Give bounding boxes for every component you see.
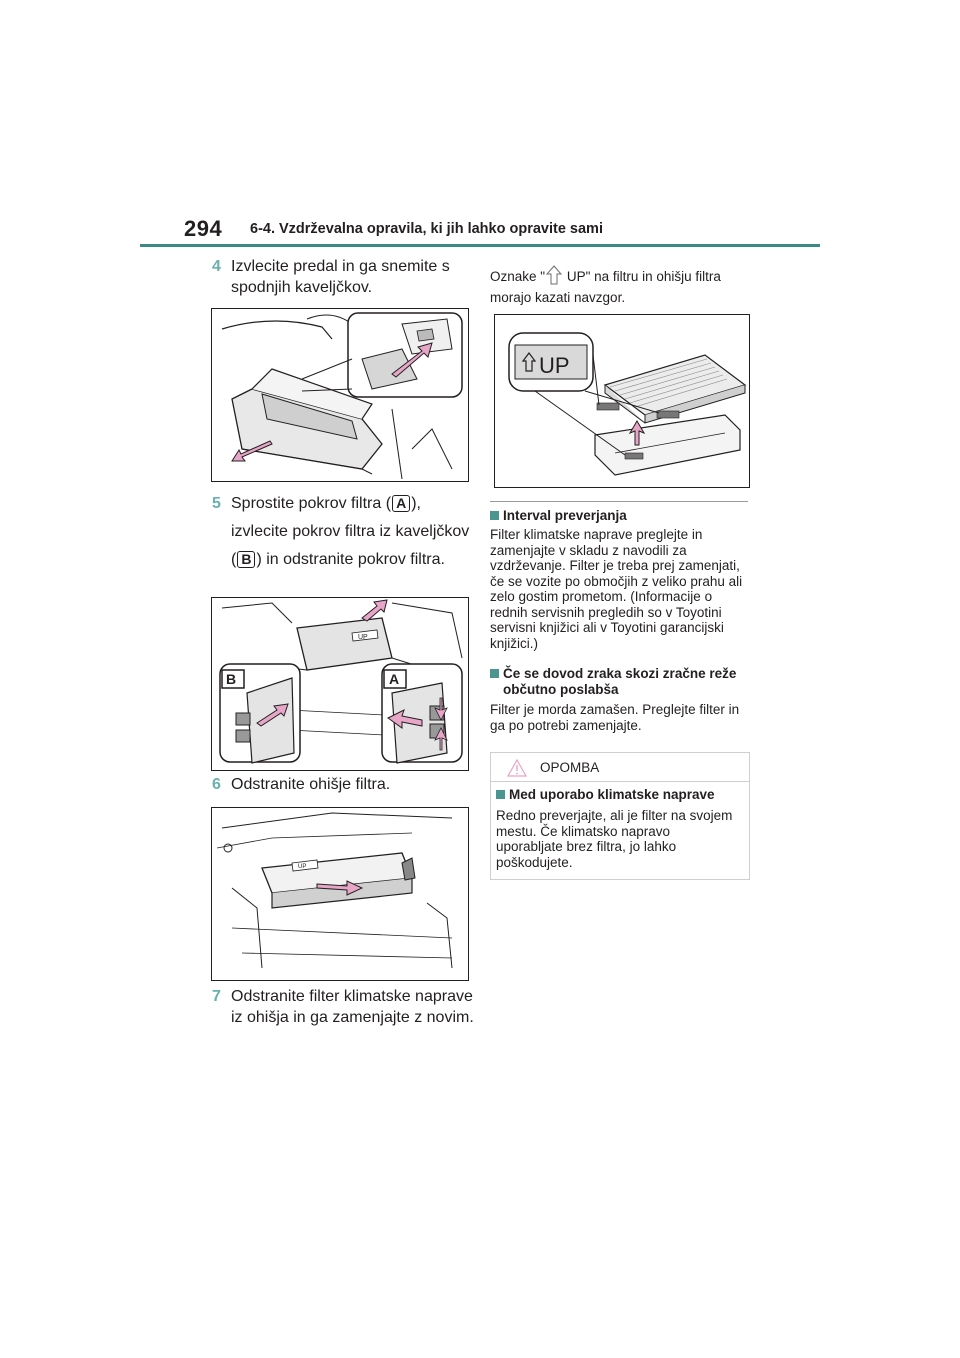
label-box-a: A (392, 495, 411, 512)
step-6: 6 Odstranite ohišje filtra. (212, 774, 472, 796)
paragraph-airflow: Filter je morda zamašen. Preglejte filte… (490, 702, 740, 733)
figure-up-marks: UP (494, 314, 750, 488)
label-box-b: B (237, 551, 256, 568)
step-number: 6 (212, 776, 221, 793)
step-number: 4 (212, 258, 221, 275)
section-title: 6-4. Vzdrževalna opravila, ki jih lahko … (250, 221, 603, 237)
notice-text: Redno preverjajte, ali je filter na svoj… (496, 808, 733, 870)
step-number: 7 (212, 988, 221, 1005)
step-4: 4 Izvlecite predal in ga snemite s spodn… (212, 256, 472, 300)
figure-filter-cover: UP B A (211, 597, 469, 771)
subheading-airflow: Če se dovod zraka skozi zračne reže obču… (490, 666, 748, 698)
figure-filter-housing: UP (211, 807, 469, 981)
fig4-up-text: UP (539, 353, 570, 378)
step-text: Izvlecite predal in ga snemite s spodnji… (231, 258, 450, 296)
step-number: 5 (212, 495, 221, 512)
bullet-square-icon (490, 669, 499, 678)
subheading-interval: Interval preverjanja (490, 508, 748, 524)
figure-glovebox-removal (211, 308, 469, 482)
step-text: Odstranite filter klimatske naprave iz o… (231, 988, 474, 1026)
notice-label: OPOMBA (540, 760, 600, 775)
page-header: 294 6-4. Vzdrževalna opravila, ki jih la… (140, 0, 820, 247)
bullet-square-icon (496, 790, 505, 799)
notice-divider (490, 781, 750, 782)
warning-triangle-icon (506, 758, 528, 777)
page-number: 294 (184, 216, 223, 241)
up-mark-note: Oznake " UP" na filtru in ohišju filtra … (490, 264, 748, 308)
step-text: Sprostite pokrov filtra (A), izvlecite p… (231, 495, 470, 568)
bullet-square-icon (490, 511, 499, 520)
up-arrow-icon (545, 265, 563, 285)
step-5: 5 Sprostite pokrov filtra (A), izvlecite… (212, 490, 472, 590)
section-divider (490, 501, 748, 502)
header-rule (140, 244, 820, 247)
step-7: 7 Odstranite filter klimatske naprave iz… (212, 986, 474, 1052)
notice-box (490, 752, 750, 880)
fig2-label-a: A (389, 671, 399, 687)
paragraph-interval: Filter klimatske naprave preglejte in za… (490, 527, 743, 651)
fig2-up-text: UP (358, 634, 368, 641)
up-mark-housing (624, 452, 644, 460)
fig3-up-text: UP (298, 864, 306, 870)
notice-title: Med uporabo klimatske naprave (496, 787, 744, 803)
step-text: Odstranite ohišje filtra. (231, 776, 391, 793)
fig2-label-b: B (226, 671, 236, 687)
